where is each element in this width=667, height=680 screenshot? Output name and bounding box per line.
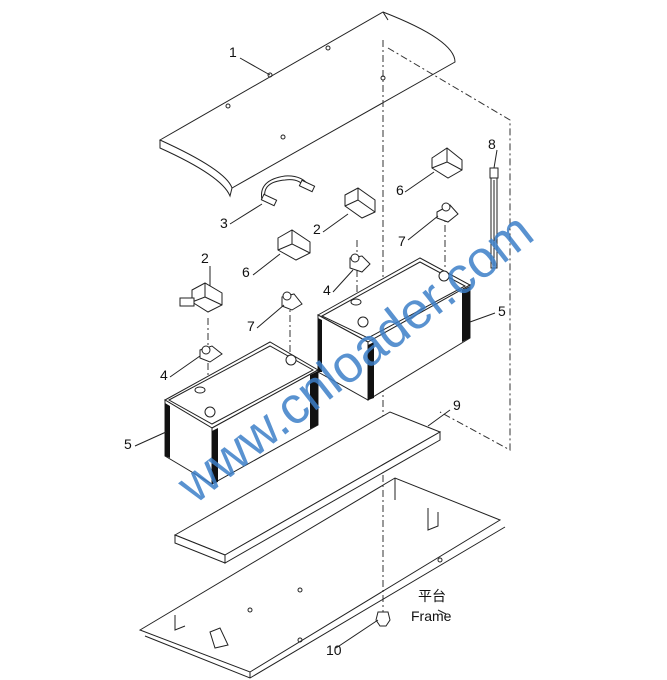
rod	[489, 167, 499, 269]
cable	[260, 175, 316, 207]
callout-4: 4	[323, 282, 331, 298]
callout-6: 6	[396, 182, 404, 198]
battery-left	[163, 341, 320, 485]
callout-1: 1	[229, 44, 237, 60]
callout-10: 10	[326, 642, 342, 658]
frame-label-cn: 平台	[418, 588, 446, 604]
battery-pad	[173, 411, 442, 564]
callout-8: 8	[488, 136, 496, 152]
terminal-clamp	[199, 202, 459, 363]
callout-4: 4	[160, 367, 168, 383]
terminal-cap	[179, 147, 463, 313]
frame-outline	[387, 47, 511, 451]
callout-2: 2	[201, 250, 209, 266]
callout-3: 3	[220, 215, 228, 231]
callout-2: 2	[313, 221, 321, 237]
callout-7: 7	[398, 233, 406, 249]
callout-6: 6	[242, 264, 250, 280]
frame	[138, 477, 506, 679]
callout-7: 7	[247, 318, 255, 334]
nut	[375, 611, 391, 627]
frame-label-en: Frame	[411, 608, 452, 624]
leader-lines	[134, 57, 498, 649]
callout-5: 5	[498, 303, 506, 319]
callout-5: 5	[124, 436, 132, 452]
callout-9: 9	[453, 397, 461, 413]
cover-plate	[158, 11, 456, 198]
battery-right	[316, 257, 472, 401]
